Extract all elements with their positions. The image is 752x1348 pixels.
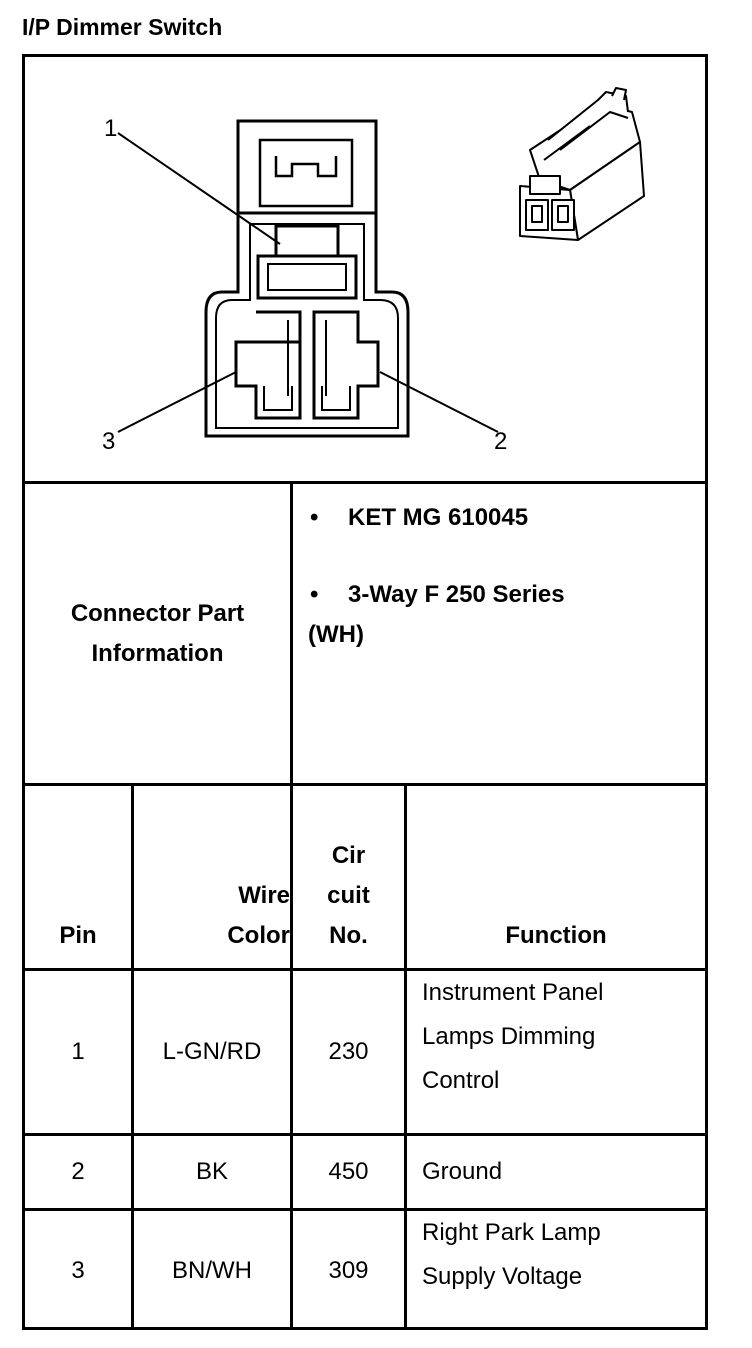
function-line: Right Park Lamp [422, 1219, 601, 1246]
connector-table-frame [22, 54, 708, 1330]
divider [22, 481, 708, 484]
pin-label-2: 2 [494, 428, 507, 455]
bullet-2: • [310, 581, 319, 608]
part-number: KET MG 610045 [348, 504, 529, 531]
pin-label-3: 3 [102, 428, 115, 455]
function-line: Instrument Panel [422, 979, 604, 1006]
header-circuit-no: Cir cuit No. [293, 786, 404, 968]
header-pin: Pin [25, 786, 131, 968]
divider [131, 783, 134, 1330]
table-cell-function: Instrument Panel Lamps Dimming Control [422, 971, 702, 1133]
header-function-text: Function [505, 922, 607, 949]
table-cell-function: Right Park Lamp Supply Voltage [422, 1211, 702, 1330]
connector-color: (WH) [308, 621, 364, 648]
function-line: Ground [422, 1158, 503, 1185]
header-wire-line1: Wire [238, 882, 290, 909]
header-circuit-line3: No. [329, 922, 368, 949]
table-cell-circuit: 230 [328, 1038, 369, 1065]
divider [290, 481, 293, 1330]
table-cell-function: Ground [422, 1136, 702, 1208]
table-cell-wire: BN/WH [172, 1256, 252, 1284]
table-cell-pin: 2 [71, 1158, 85, 1185]
header-function: Function [407, 786, 705, 968]
connector-iso-illustration [519, 87, 645, 241]
function-line: Supply Voltage [422, 1263, 583, 1290]
header-circuit-line1: Cir [331, 842, 366, 869]
header-wire-color: Wire Color [134, 786, 290, 968]
function-line: Control [422, 1067, 500, 1094]
table-cell-wire: BK [195, 1158, 228, 1185]
page-title: I/P Dimmer Switch [22, 14, 223, 40]
connector-info-label: Connector Part Information [25, 484, 290, 783]
table-cell-wire: L-GN/RD [162, 1038, 262, 1065]
pin-label-1: 1 [104, 115, 117, 142]
table-cell-pin: 1 [71, 1038, 85, 1065]
table-cell-circuit: 450 [328, 1158, 369, 1185]
bullet-1: • [310, 504, 319, 531]
divider [22, 968, 708, 971]
divider [22, 783, 708, 786]
connector-info-label-line1: Connector Part [70, 599, 245, 627]
header-pin-text: Pin [59, 922, 97, 949]
connector-face-diagram: 1 2 3 [102, 87, 645, 455]
divider [404, 783, 407, 1330]
header-wire-line2: Color [227, 922, 290, 949]
connector-info-label-line2: Information [91, 639, 224, 667]
function-line: Lamps Dimming [422, 1023, 596, 1050]
divider [22, 1208, 708, 1211]
table-cell-circuit: 309 [328, 1256, 369, 1284]
header-circuit-line2: cuit [327, 882, 370, 909]
divider [22, 1133, 708, 1136]
connector-series: 3-Way F 250 Series [348, 581, 565, 608]
table-cell-pin: 3 [71, 1256, 85, 1284]
